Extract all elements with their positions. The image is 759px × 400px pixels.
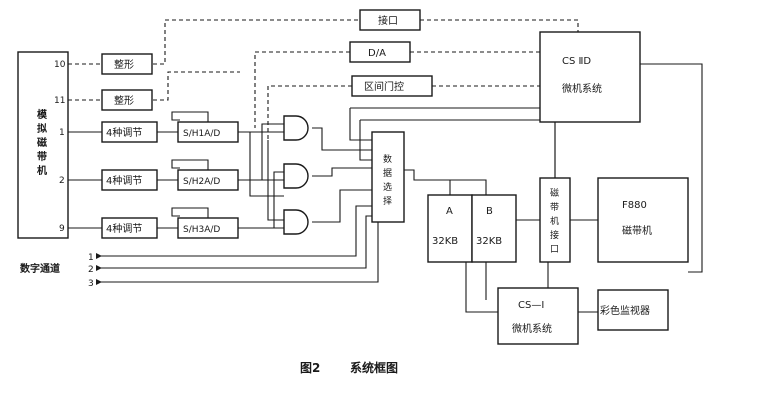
svg-text:F880: F880 — [622, 200, 647, 211]
svg-text:S/H2A/D: S/H2A/D — [183, 177, 220, 187]
caption-number: 图2 — [300, 361, 320, 375]
svg-text:数据选择: 数据选择 — [383, 153, 392, 207]
interface-top-block: 接口 — [359, 9, 421, 31]
svg-text:微机系统: 微机系统 — [512, 322, 552, 335]
cs-iid-system: CS ⅡD 微机系统 — [539, 31, 641, 123]
data-selector-block: 数据选择 — [371, 131, 405, 223]
sh-ad-block-1: S/H1A/D — [177, 121, 239, 143]
color-monitor-block: 彩色监视器 — [597, 289, 669, 331]
svg-text:4种调节: 4种调节 — [106, 174, 142, 187]
svg-text:区间门控: 区间门控 — [364, 80, 404, 93]
tape-recorder-block: 模拟磁带机 — [17, 51, 69, 239]
shaping-block-1: 整形 — [101, 53, 153, 75]
svg-text:CS ⅡD: CS ⅡD — [562, 56, 591, 67]
connection-lines — [68, 19, 703, 313]
svg-text:整形: 整形 — [114, 58, 134, 71]
memory-b-label: B — [486, 206, 493, 217]
and-gate-1 — [283, 115, 309, 141]
svg-text:D/A: D/A — [368, 48, 386, 59]
tape-interface-block: 磁带机接口 — [539, 177, 571, 263]
shaping-block-2: 整形 — [101, 89, 153, 111]
pin-11: 11 — [54, 96, 65, 106]
da-block: D/A — [349, 41, 411, 63]
pin-1: 1 — [59, 128, 65, 138]
svg-text:整形: 整形 — [114, 94, 134, 107]
caption-title: 系统框图 — [350, 360, 398, 375]
tape-label-char1: 模拟磁带机 — [37, 108, 48, 177]
pin-10: 10 — [54, 60, 66, 70]
gate-control-block: 区间门控 — [351, 75, 433, 97]
svg-text:S/H3A/D: S/H3A/D — [183, 225, 220, 235]
svg-text:接口: 接口 — [378, 14, 398, 27]
adjuster-block-2: 4种调节 — [101, 169, 158, 191]
cs-i-system: CS—Ⅰ 微机系统 — [497, 287, 579, 345]
svg-text:4种调节: 4种调节 — [106, 222, 142, 235]
sh-ad-block-2: S/H2A/D — [177, 169, 239, 191]
pin-2: 2 — [59, 176, 65, 186]
pin-9: 9 — [59, 224, 65, 234]
svg-text:S/H1A/D: S/H1A/D — [183, 129, 220, 139]
svg-text:磁带机接口: 磁带机接口 — [550, 187, 559, 255]
svg-text:微机系统: 微机系统 — [562, 82, 602, 95]
sh-ad-block-3: S/H3A/D — [177, 217, 239, 239]
memory-b-size: 32KB — [476, 236, 502, 247]
f880-block: F880 磁带机 — [597, 177, 689, 263]
adjuster-block-3: 4种调节 — [101, 217, 158, 239]
memory-a-label: A — [446, 206, 453, 217]
digital-ch-1: 1 — [88, 253, 94, 263]
digital-ch-3: 3 — [88, 279, 94, 289]
svg-text:磁带机: 磁带机 — [622, 224, 652, 237]
and-gate-3 — [283, 209, 309, 235]
memory-a-size: 32KB — [432, 236, 458, 247]
and-gate-2 — [283, 163, 309, 189]
svg-text:4种调节: 4种调节 — [106, 126, 142, 139]
svg-text:彩色监视器: 彩色监视器 — [600, 304, 650, 317]
svg-text:CS—Ⅰ: CS—Ⅰ — [518, 300, 544, 311]
adjuster-block-1: 4种调节 — [101, 121, 158, 143]
digital-ch-2: 2 — [88, 265, 94, 275]
memory-block: A B 32KB 32KB — [427, 194, 517, 263]
digital-channel-label: 数字通道 — [20, 262, 60, 275]
